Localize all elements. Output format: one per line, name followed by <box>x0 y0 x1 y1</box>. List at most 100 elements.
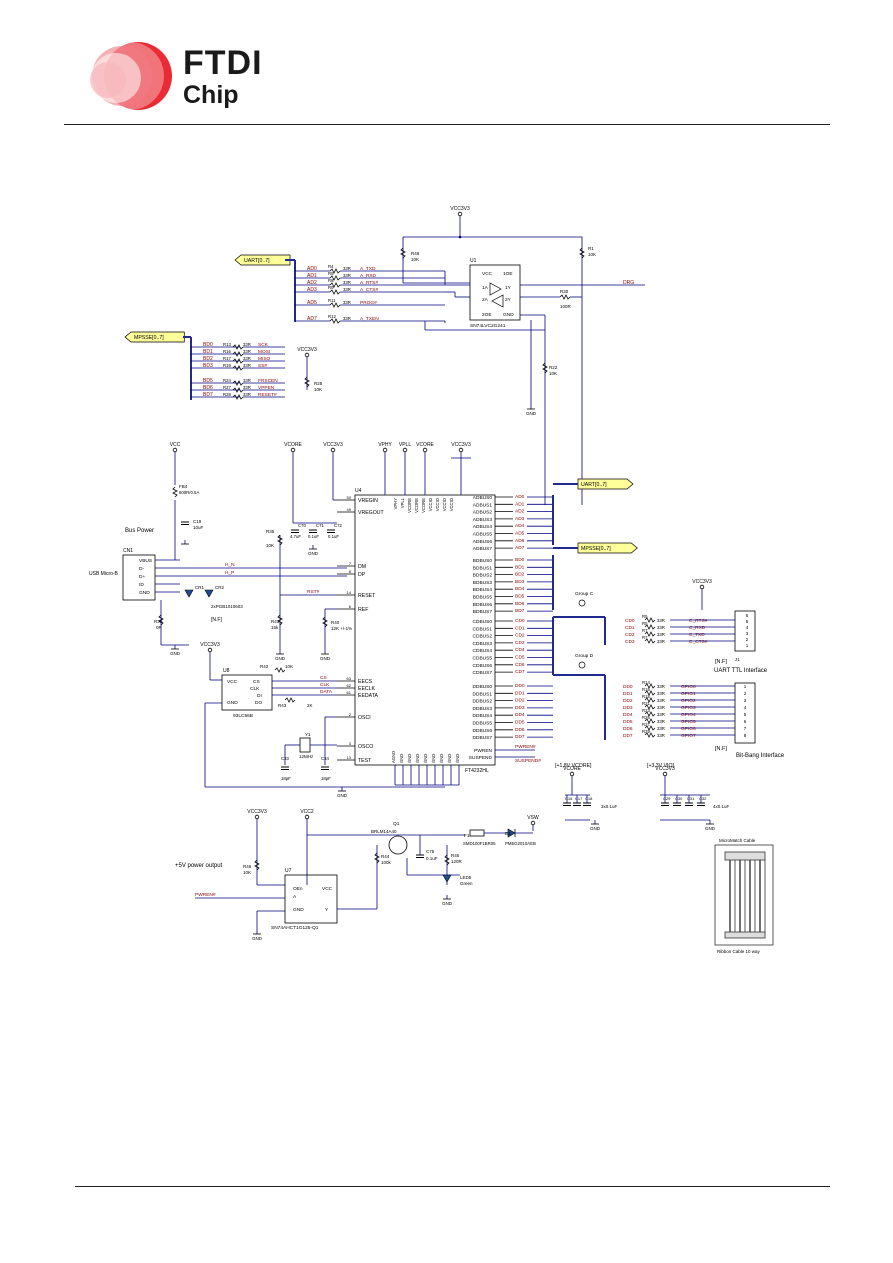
j1-ref: J1 <box>735 657 740 662</box>
mpsse-net-pin: BD2 <box>203 356 213 362</box>
u4-top-pin: VPLL <box>400 497 405 508</box>
u8-pin: DI <box>257 693 262 699</box>
power-label: VPHY <box>378 442 392 448</box>
r49-ref: R49 <box>411 251 420 256</box>
bitbang-res-value: 33R <box>657 733 665 738</box>
power-symbol <box>662 771 668 777</box>
eeprom-net: DATA <box>320 689 333 695</box>
u4-part: FT4232HL <box>465 768 489 774</box>
u4-pin-number: 14 <box>347 590 352 595</box>
mpsse-net-name: VPPEN <box>258 385 275 391</box>
power-label: VCC3V3 <box>297 347 317 353</box>
u4-net-label: BD7 <box>515 608 525 614</box>
mpsse-res-value: 33R <box>243 363 251 368</box>
cn1-pin: D+ <box>139 574 145 580</box>
r40-resistor <box>322 616 328 628</box>
c71-ref: C71 <box>316 523 324 528</box>
u4-net-label: DD5 <box>515 720 525 726</box>
bitbang-pin-number: 7 <box>744 726 747 731</box>
bitbang-resistor <box>644 690 656 696</box>
u4-net-label: AD5 <box>515 531 525 537</box>
r45-resistor <box>444 854 450 866</box>
uart-net-name: PROG# <box>360 300 377 306</box>
bitbang-resistor <box>644 711 656 717</box>
power-label: VPLL <box>399 442 411 448</box>
power-symbol <box>699 584 705 590</box>
u4-right-pin: SUSPEND <box>469 755 493 761</box>
u4-gnd-pin: GND <box>447 754 452 763</box>
u4-gnd-pin: GND <box>431 754 436 763</box>
mpsse-res-value: 33R <box>243 356 251 361</box>
uart-ttl-signal: C_RTS# <box>689 618 708 624</box>
u4-right-pin: PWREN <box>474 748 492 754</box>
u4-net-label: DD3 <box>515 705 525 711</box>
mpsse-res-value: 33R <box>243 342 251 347</box>
u4-gnd-pin: GND <box>423 754 428 763</box>
bitbang-res-value: 33R <box>657 719 665 724</box>
u4-net-label: BD3 <box>515 579 525 585</box>
bitbang-pin-number: 4 <box>744 705 747 710</box>
bitbang-pin-number: 6 <box>744 719 747 724</box>
u4-right-pin: DDBUS7 <box>473 735 493 741</box>
u7-ref: U7 <box>285 868 292 874</box>
u4-right-pin: BDBUS3 <box>473 580 493 586</box>
c75-ref: C75 <box>426 849 435 854</box>
bitbang-resistor <box>644 704 656 710</box>
u4-net-label: CD1 <box>515 625 525 631</box>
bitbang-res-value: 33R <box>657 684 665 689</box>
u4-top-pin: VPHY <box>393 498 398 510</box>
u4-net-label: DD7 <box>515 734 525 740</box>
u4-net-label: BD6 <box>515 601 525 607</box>
bitbang-pin-number: 5 <box>744 712 747 717</box>
u4-right-pin: ADBUS4 <box>473 524 493 530</box>
vio-cap-ref: C30 <box>675 796 683 801</box>
mpsse-res-value: 33R <box>243 349 251 354</box>
power-label: VCC3V3 <box>655 766 675 772</box>
u4-net-label: AD3 <box>515 516 525 522</box>
vcc3v3-rail <box>403 236 583 505</box>
power-label: VCC3V3 <box>323 442 343 448</box>
vcore-caps-value: 3x0.1uF <box>601 804 618 809</box>
u4-net-label: DD4 <box>515 712 525 718</box>
power-symbol <box>330 447 336 453</box>
u4-right-pin: DDBUS5 <box>473 721 493 727</box>
u4-right-pin: DDBUS4 <box>473 713 493 719</box>
mpsse-net-pin: BD5 <box>203 378 213 384</box>
u4-net-label: CD6 <box>515 662 525 668</box>
mpsse-res-value: 33R <box>243 378 251 383</box>
d1-diode <box>507 828 516 838</box>
c34-ref: C34 <box>321 756 329 761</box>
bus-port-label: MPSSE[0..7] <box>134 335 164 341</box>
vio-caps-title: [+3.3V VIO] <box>647 763 675 769</box>
u4-pin-number: 3 <box>349 741 352 746</box>
uart-net-name: A_RTS# <box>360 280 378 286</box>
uart-ttl-net: CD0 <box>625 618 635 624</box>
j1-pin-number: 6 <box>746 613 749 618</box>
u4-right-pin: CDBUS6 <box>473 663 493 669</box>
uart-ttl-resistor <box>644 624 656 630</box>
u4-gnd-pin: GND <box>407 754 412 763</box>
bitbang-pin-number: 8 <box>744 733 747 738</box>
uart-res-ref: R6 <box>328 271 334 276</box>
bitbang-res-value: 33R <box>657 705 665 710</box>
u8-eeprom-body <box>221 674 273 711</box>
j1-pin-number: 3 <box>746 631 749 636</box>
fb4-ferrite <box>172 486 178 498</box>
r1-resistor <box>579 247 585 259</box>
uart-net-name: A_RXD <box>360 273 377 279</box>
c33-ref: C33 <box>281 756 289 761</box>
u4-gnd-pin: AGND <box>391 751 396 763</box>
r49-resistor <box>400 247 406 259</box>
bitbang-title: Bit-Bang Interface <box>736 753 785 759</box>
uart-ttl-title: UART TTL Interface <box>714 668 768 674</box>
bitbang-res-ref: R14 <box>642 680 650 685</box>
bitbang-res-ref: R27 <box>642 722 650 727</box>
u7-pin: VCC <box>322 886 333 892</box>
ground-label: GND <box>170 651 181 656</box>
mpsse-series-resistor <box>232 344 244 350</box>
vcore-cap-ref: C18 <box>585 796 593 801</box>
power-label: VCC3V3 <box>450 206 470 212</box>
ground-label: GND <box>705 826 716 831</box>
uart-net-pin: AD0 <box>307 266 317 272</box>
